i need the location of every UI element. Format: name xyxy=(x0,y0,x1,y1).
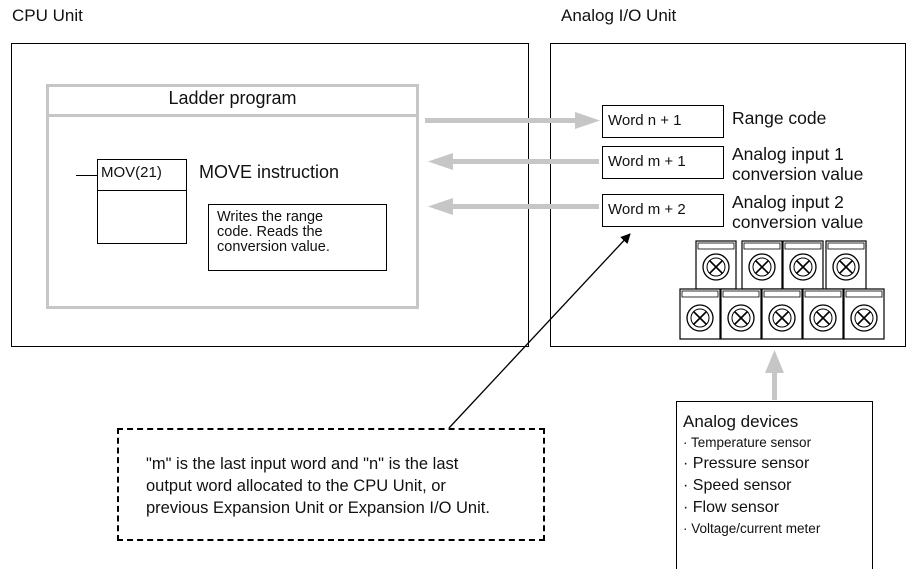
terminal-screw-icon xyxy=(679,288,721,340)
ladder-program-title: Ladder program xyxy=(168,88,297,108)
word-desc-line: Analog input 1 xyxy=(732,144,844,164)
analog-devices-box xyxy=(676,401,873,569)
mov-input-line xyxy=(76,175,97,176)
terminal-screw-icon xyxy=(741,240,783,290)
note-line: "m" is the last input word and "n" is th… xyxy=(146,455,459,473)
mov-block-divider xyxy=(97,190,187,191)
analog-input-1-label: Analog input 1 conversion value xyxy=(732,144,863,184)
analog-io-unit-label: Analog I/O Unit xyxy=(561,6,677,25)
device-item: · Temperature sensor xyxy=(683,435,812,450)
analog-devices-title: Analog devices xyxy=(683,412,799,431)
move-instruction-label: MOVE instruction xyxy=(199,162,340,182)
word-n1-box: Word n + 1 xyxy=(602,105,724,138)
ladder-program-frame xyxy=(46,84,419,309)
writes-note-line: Writes the range xyxy=(217,209,324,225)
terminal-block xyxy=(679,240,885,340)
arrow-read-input-2 xyxy=(428,198,599,215)
device-item: · Voltage/current meter xyxy=(683,521,821,536)
word-desc-line: Analog input 2 xyxy=(732,192,844,212)
analog-devices-list: Analog devices · Temperature sensor · Pr… xyxy=(683,411,820,539)
word-desc-line: Range code xyxy=(732,108,827,128)
word-m1-box: Word m + 1 xyxy=(602,146,724,179)
device-item: · Pressure sensor xyxy=(683,455,810,472)
note-dashed-box xyxy=(117,428,545,541)
arrow-read-input-1 xyxy=(428,153,599,170)
writes-note-line: conversion value. xyxy=(217,239,330,255)
note-text: "m" is the last input word and "n" is th… xyxy=(146,453,490,519)
writes-note-line: code. Reads the xyxy=(217,224,323,240)
terminal-row-top xyxy=(695,240,867,290)
word-desc-line: conversion value xyxy=(732,164,864,184)
mov-instruction-block xyxy=(97,159,187,244)
mov-label: MOV(21) xyxy=(101,164,162,181)
range-code-label: Range code xyxy=(732,108,826,128)
word-m2-box: Word m + 2 xyxy=(602,194,724,227)
writes-note-box: Writes the range code. Reads the convers… xyxy=(208,204,387,271)
device-item: · Speed sensor xyxy=(683,477,792,494)
terminal-screw-icon xyxy=(761,288,803,340)
word-desc-line: conversion value xyxy=(732,212,864,232)
terminal-screw-icon xyxy=(825,240,867,290)
terminal-row-bottom xyxy=(679,288,885,340)
cpu-unit-label: CPU Unit xyxy=(12,6,83,25)
arrow-analog-devices-input xyxy=(765,350,784,400)
note-line: output word allocated to the CPU Unit, o… xyxy=(146,477,446,495)
terminal-screw-icon xyxy=(802,288,844,340)
terminal-screw-icon xyxy=(843,288,885,340)
arrow-write-range-code xyxy=(425,112,600,129)
note-line: previous Expansion Unit or Expansion I/O… xyxy=(146,499,490,517)
ladder-title-divider xyxy=(47,114,418,117)
analog-input-2-label: Analog input 2 conversion value xyxy=(732,192,863,232)
terminal-screw-icon xyxy=(782,240,824,290)
terminal-screw-icon xyxy=(695,240,737,290)
note-pointer-line xyxy=(448,233,631,429)
device-item: · Flow sensor xyxy=(683,499,780,516)
terminal-screw-icon xyxy=(720,288,762,340)
